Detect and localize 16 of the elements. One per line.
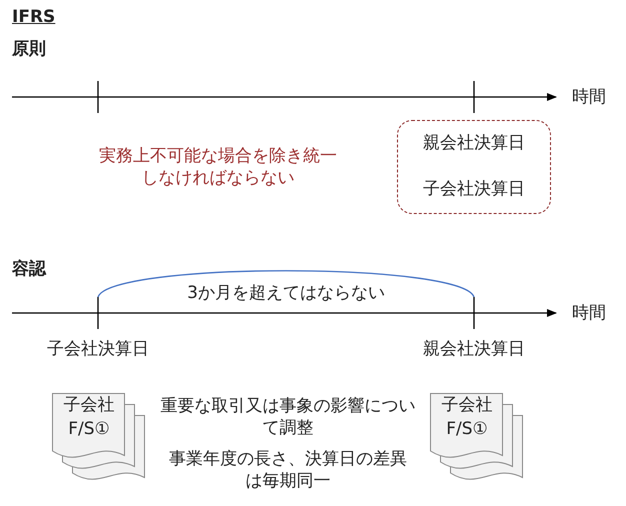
axis-label: 時間 — [572, 302, 606, 324]
heading: 容認 — [12, 258, 46, 280]
date-label: 子会社決算日 — [46, 338, 150, 360]
note-text: 事業年度の長さ、決算日の差異は毎期同一 — [168, 448, 408, 492]
note-text: 実務上不可能な場合を除き統一しなければならない — [98, 145, 338, 189]
note-text: 重要な取引又は事象の影響について調整 — [160, 395, 416, 439]
document-label: 子会社F/S① — [440, 394, 494, 441]
date-label: 子会社決算日 — [422, 178, 526, 200]
date-label: 親会社決算日 — [422, 132, 526, 154]
title: IFRS — [12, 6, 56, 28]
date-label: 親会社決算日 — [422, 338, 526, 360]
document-label: 子会社F/S① — [62, 394, 116, 441]
heading: 原則 — [12, 38, 46, 60]
axis-label: 時間 — [572, 86, 606, 108]
dashed-box — [397, 120, 551, 214]
span-label: 3か月を超えてはならない — [186, 282, 386, 304]
